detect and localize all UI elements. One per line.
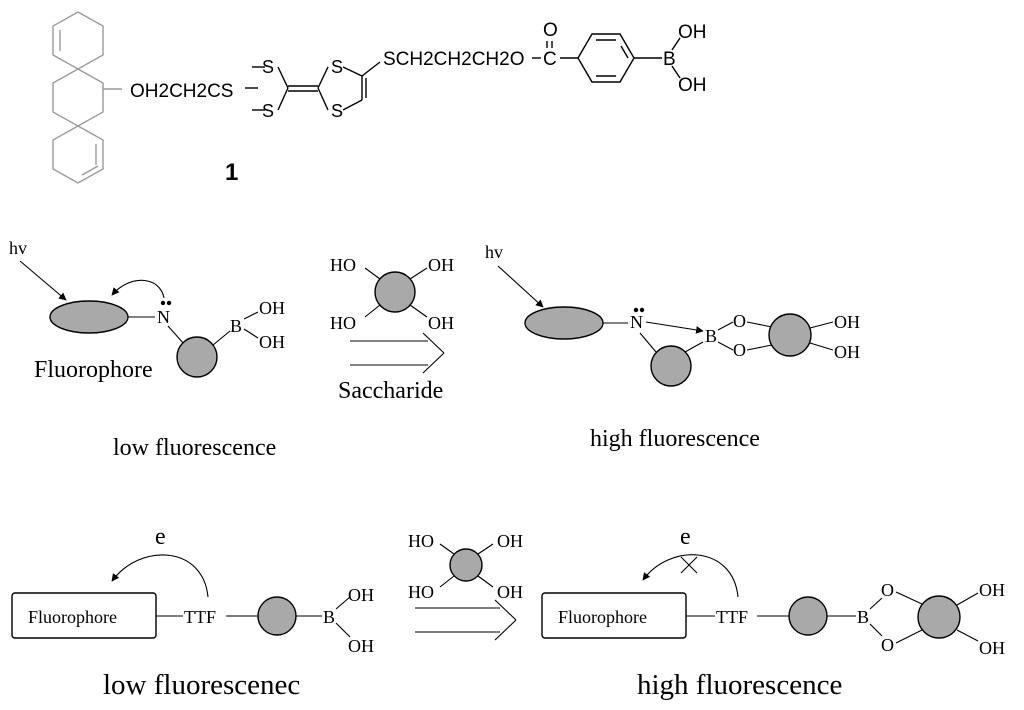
scheme2-right-caption: high fluorescence [637,669,842,701]
boron-label: B [663,49,676,70]
right-oh-top: OH [834,312,860,332]
scheme1-left-caption: low fluorescence [113,435,276,461]
right-electron-label: e [680,524,691,550]
saccharide-oh-1: OH [428,255,454,275]
ttf-s-4: S [331,101,343,121]
ester-o-top: O [733,311,746,331]
ttf-core [245,61,381,111]
right-fluorophore-ellipse [524,306,604,340]
scheme2-saccharide-ball [449,548,483,582]
ttf-label: TTF [184,607,216,627]
ester-o-bottom: O [733,340,746,360]
scheme2-ho-1: HO [408,531,434,551]
reaction-arrow-2 [415,599,517,641]
right-amine-n: N [630,312,643,332]
scheme2-saccharide: HO OH HO OH [408,531,523,641]
b-oh-top: OH [259,298,285,318]
scheme2-ester-o-bottom: O [881,635,894,655]
right-hv-label: hv [485,242,503,262]
bound-saccharide-ball [768,313,812,357]
ttf-s-1: S [262,57,274,77]
phenyl-ring [577,33,662,83]
oh-top: OH [678,22,707,43]
scheme1-saccharide: HO OH HO OH Saccharide [330,255,454,404]
scheme2-left: e Fluorophore TTF B OH OH low fluorescen… [11,524,374,701]
scheme2-boron-b: B [323,607,335,627]
amine-n: N [157,307,170,327]
scheme2-right: e Fluorophore TTF B O O OH OH high fluor… [541,524,1005,701]
scheme1-right: hv N B O O OH OH high fluorescence [485,242,860,452]
compound-1-structure: OH2CH2CS S S S S SCH2CH2CH2O O C [52,11,707,186]
scheme2-ho-2: HO [408,582,434,602]
scheme2-oh-2: OH [497,582,523,602]
ttf-s-3: S [331,57,343,77]
b-oh-bottom: OH [259,332,285,352]
saccharide-ho-1: HO [330,255,356,275]
saccharide-ho-2: HO [330,313,356,333]
scheme2-oh-bottom: OH [348,636,374,656]
right-linker-ball [788,596,828,636]
oh-bottom: OH [678,75,707,96]
saccharide-ball [374,271,416,313]
reaction-arrow-1 [350,332,445,374]
electron-label: e [155,524,166,550]
saccharide-label: Saccharide [338,378,443,404]
right-scheme2-boron-b: B [857,607,869,627]
right-oh-bottom: OH [834,342,860,362]
boron-b: B [230,316,242,336]
linker-ball [257,596,297,636]
right-box-fluorophore-label: Fluorophore [558,607,647,627]
right-ttf-label: TTF [716,607,748,627]
scheme2-oh-1: OH [497,531,523,551]
scheme2-right-oh-top: OH [979,580,1005,600]
box-fluorophore-label: Fluorophore [28,607,117,627]
ttf-s-2: S [262,101,274,121]
carbonyl-carbon: C [543,49,557,70]
scheme2-right-oh-bottom: OH [979,638,1005,658]
right-chain-label: SCH2CH2CH2O [383,49,524,70]
scheme1-right-caption: high fluorescence [590,426,760,452]
scheme2-bound-saccharide-ball [917,595,961,639]
right-receptor-ball [650,345,692,387]
fluorophore-label: Fluorophore [34,357,153,383]
hv-label: hv [9,238,27,258]
left-chain-label: OH2CH2CS [130,81,233,102]
scheme2-ester-o-top: O [881,580,894,600]
scheme2-oh-top: OH [348,585,374,605]
scheme2-left-caption: low fluorescenec [103,669,300,701]
receptor-ball [176,336,218,378]
saccharide-oh-2: OH [428,313,454,333]
right-boron-b: B [705,326,717,346]
compound-number: 1 [225,159,238,186]
fluorophore-ellipse [49,300,129,334]
scheme1-left: hv N B OH OH Fluorophore low fluorescenc… [9,238,285,461]
anthracene-ring [52,11,122,184]
carbonyl-oxygen: O [543,20,558,41]
